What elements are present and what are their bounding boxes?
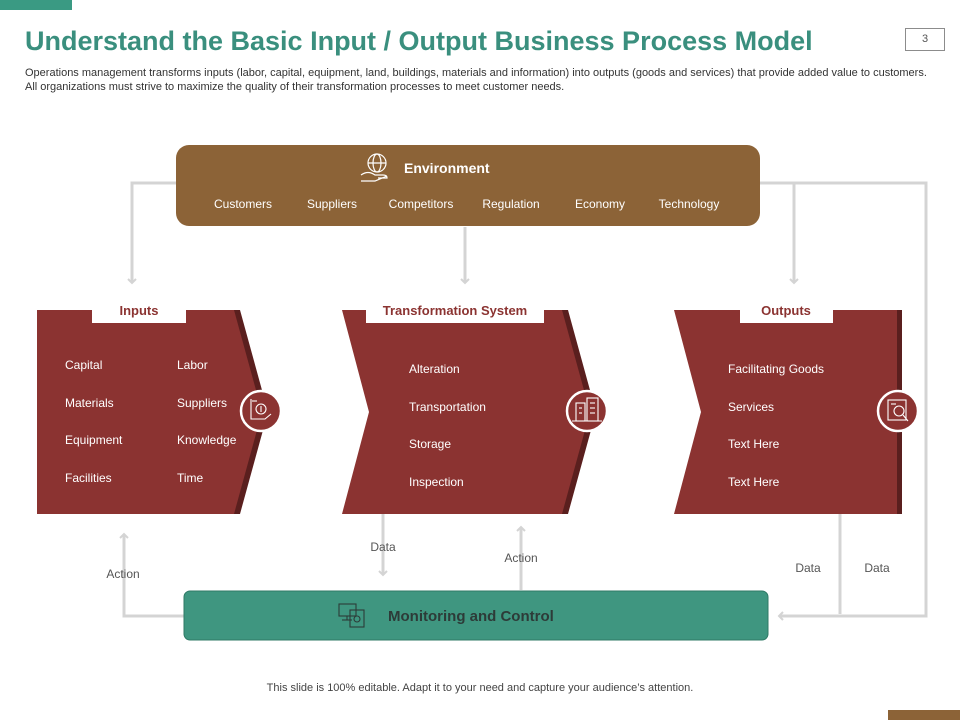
action-label: Action — [106, 567, 139, 581]
inputs-item: Knowledge — [177, 433, 237, 447]
building-icon — [565, 389, 609, 433]
slide-title: Understand the Basic Input / Output Busi… — [25, 26, 813, 56]
environment-title: Environment — [404, 160, 490, 176]
inputs-chevron — [37, 310, 262, 514]
monitoring-box — [183, 590, 769, 641]
outputs-tab — [740, 297, 833, 323]
top-accent-bar — [0, 0, 72, 10]
action-label: Action — [504, 551, 537, 565]
env-to-inputs-arrow — [127, 181, 176, 285]
inputs-item: Labor — [177, 358, 208, 372]
outputs-item: Services — [728, 400, 774, 414]
transformation-item: Alteration — [409, 362, 460, 376]
connector-arrows — [119, 181, 928, 621]
inputs-label: Inputs — [120, 303, 159, 318]
monitoring-to-inputs-arrow — [119, 532, 184, 618]
inputs-item: Equipment — [65, 433, 123, 447]
globe-hand-icon — [360, 153, 388, 182]
environment-item: Regulation — [482, 197, 539, 211]
money-hand-icon — [239, 389, 283, 433]
inputs-item: Suppliers — [177, 396, 227, 410]
inputs-tab — [92, 297, 186, 323]
transformation-item: Inspection — [409, 475, 464, 489]
outputs-chevron — [674, 310, 897, 514]
data-label: Data — [370, 540, 396, 554]
inputs-item: Time — [177, 471, 204, 485]
outputs-item: Facilitating Goods — [728, 362, 824, 376]
slide-footer: This slide is 100% editable. Adapt it to… — [266, 682, 694, 694]
transformation-tab — [366, 297, 544, 323]
page-number: 3 — [905, 28, 945, 51]
inputs-item: Materials — [65, 396, 114, 410]
outputs-item: Text Here — [728, 437, 780, 451]
inputs-item: Capital — [65, 358, 102, 372]
transformation-item: Transportation — [409, 400, 486, 414]
chart-search-icon — [876, 389, 920, 433]
environment-item: Competitors — [389, 197, 454, 211]
outputs-item: Text Here — [728, 475, 780, 489]
environment-item: Technology — [659, 197, 720, 211]
transformation-item: Storage — [409, 437, 451, 451]
bottom-accent-bar — [888, 710, 960, 720]
monitoring-label: Monitoring and Control — [388, 608, 554, 625]
inputs-item: Facilities — [65, 471, 112, 485]
environment-item: Customers — [214, 197, 272, 211]
data-label: Data — [864, 561, 890, 575]
monitor-gear-icon — [338, 603, 365, 628]
env-to-monitoring-arrow — [777, 181, 928, 621]
outputs-label: Outputs — [761, 303, 811, 318]
environment-item: Suppliers — [307, 197, 357, 211]
environment-item: Economy — [575, 197, 625, 211]
transformation-chevron — [342, 310, 590, 514]
env-to-outputs-arrow — [760, 181, 799, 285]
slide-description: Operations management transforms inputs … — [25, 67, 927, 93]
data-label: Data — [795, 561, 821, 575]
transformation-label: Transformation System — [383, 303, 528, 318]
environment-box — [176, 145, 760, 226]
